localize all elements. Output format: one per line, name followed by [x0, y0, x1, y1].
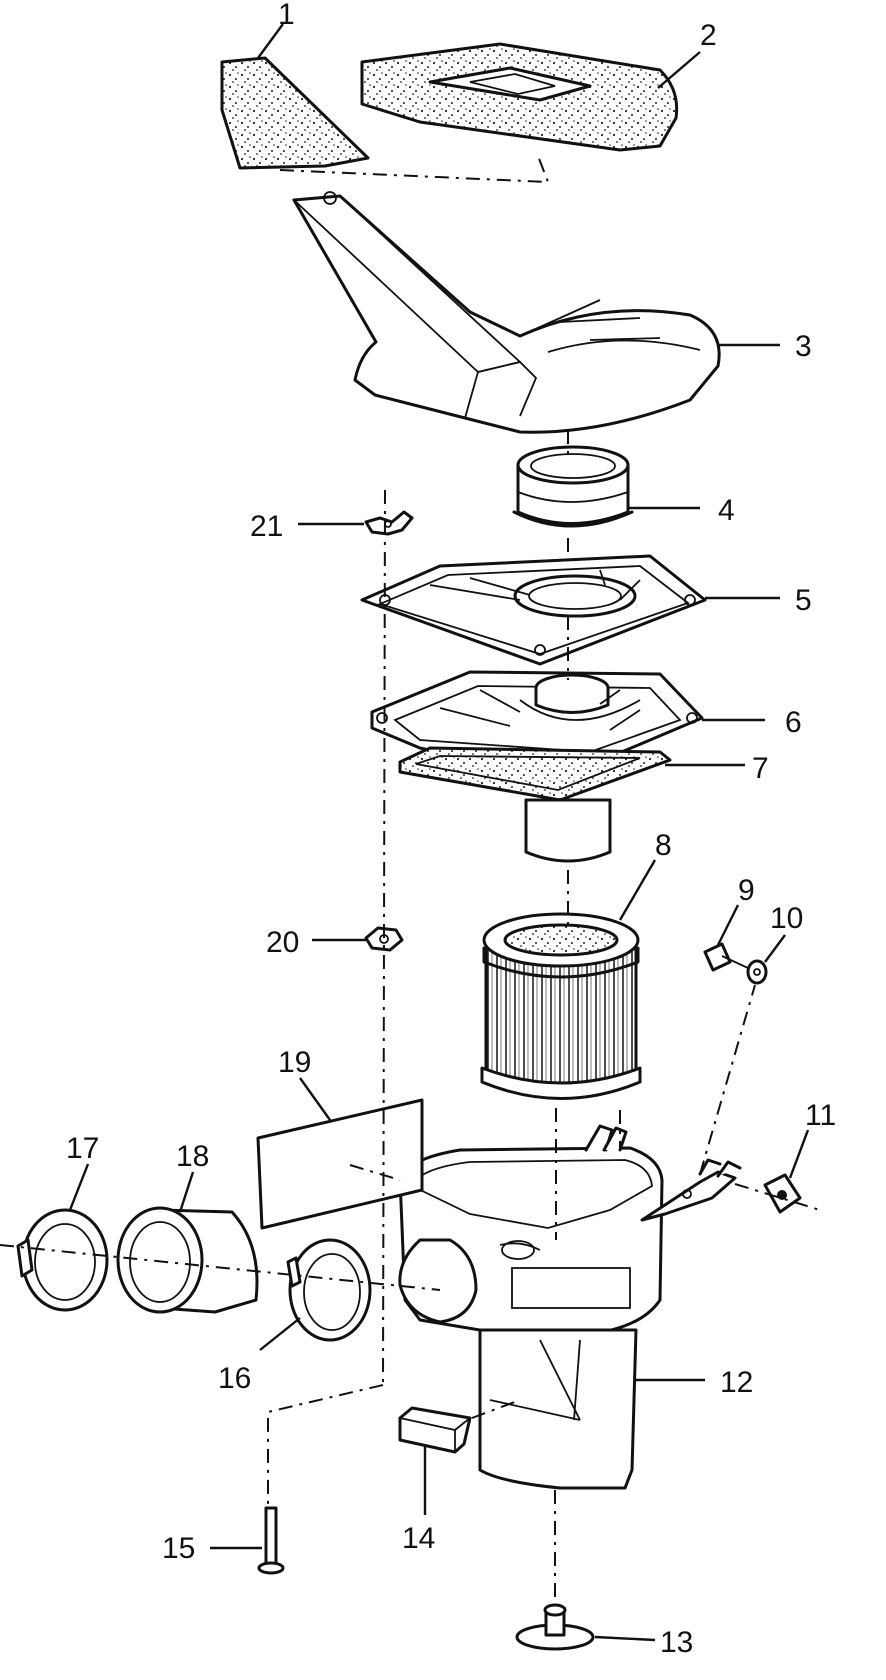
part-8-air-filter: [480, 912, 642, 1100]
callout-9: 9: [738, 874, 755, 907]
part-2-foam-element: [360, 42, 679, 152]
part-21-wing-nut: [364, 510, 414, 536]
part-20-nut: [364, 926, 404, 952]
part-9-bolt: [703, 942, 749, 972]
callout-8: 8: [655, 829, 672, 862]
part-18-intake-duct: [116, 1206, 259, 1314]
part-7-gasket: [398, 746, 672, 802]
part-3-air-box-cover: [291, 191, 721, 434]
callout-11: 11: [805, 1099, 836, 1132]
callout-18: 18: [176, 1140, 209, 1173]
part-4-intake-boot: [512, 445, 634, 528]
callout-5: 5: [795, 584, 812, 617]
callout-12: 12: [720, 1366, 753, 1399]
callout-19: 19: [278, 1046, 311, 1079]
part-16-hose-clamp: [286, 1238, 372, 1342]
callout-16: 16: [218, 1362, 251, 1395]
callout-14: 14: [402, 1522, 435, 1555]
part-19-decal: [256, 1098, 424, 1230]
part-1-foam-element: [220, 56, 370, 170]
callout-15: 15: [162, 1532, 195, 1565]
callout-6: 6: [785, 706, 802, 739]
callout-20: 20: [266, 926, 299, 959]
assembly-center-lines: [0, 430, 821, 1605]
callout-3: 3: [795, 330, 812, 363]
callout-10: 10: [770, 902, 803, 935]
part-17-hose-clamp: [16, 1208, 109, 1312]
part-12-air-box-housing: [398, 1124, 742, 1490]
callout-21: 21: [250, 510, 283, 543]
part-11-speed-nut: [763, 1173, 802, 1214]
part-5-air-box-top-plate: [360, 554, 707, 666]
callout-leaders: [68, 23, 810, 1642]
part-15-screw: [257, 1506, 285, 1575]
callout-4: 4: [718, 494, 735, 527]
part-13-drain-plug: [515, 1603, 595, 1651]
part-10-washer: [746, 959, 768, 985]
callout-7: 7: [752, 752, 769, 785]
callout-13: 13: [660, 1626, 693, 1659]
callout-2: 2: [700, 19, 717, 52]
callout-labels: 1 2 3 4 5 6 7 8 9 10 11 12 13 14 15 16 1…: [66, 0, 836, 1659]
callout-1: 1: [278, 0, 295, 31]
filter-outlet-tube: [524, 798, 612, 863]
part-14-foam-block: [398, 1406, 472, 1454]
callout-17: 17: [66, 1132, 99, 1165]
